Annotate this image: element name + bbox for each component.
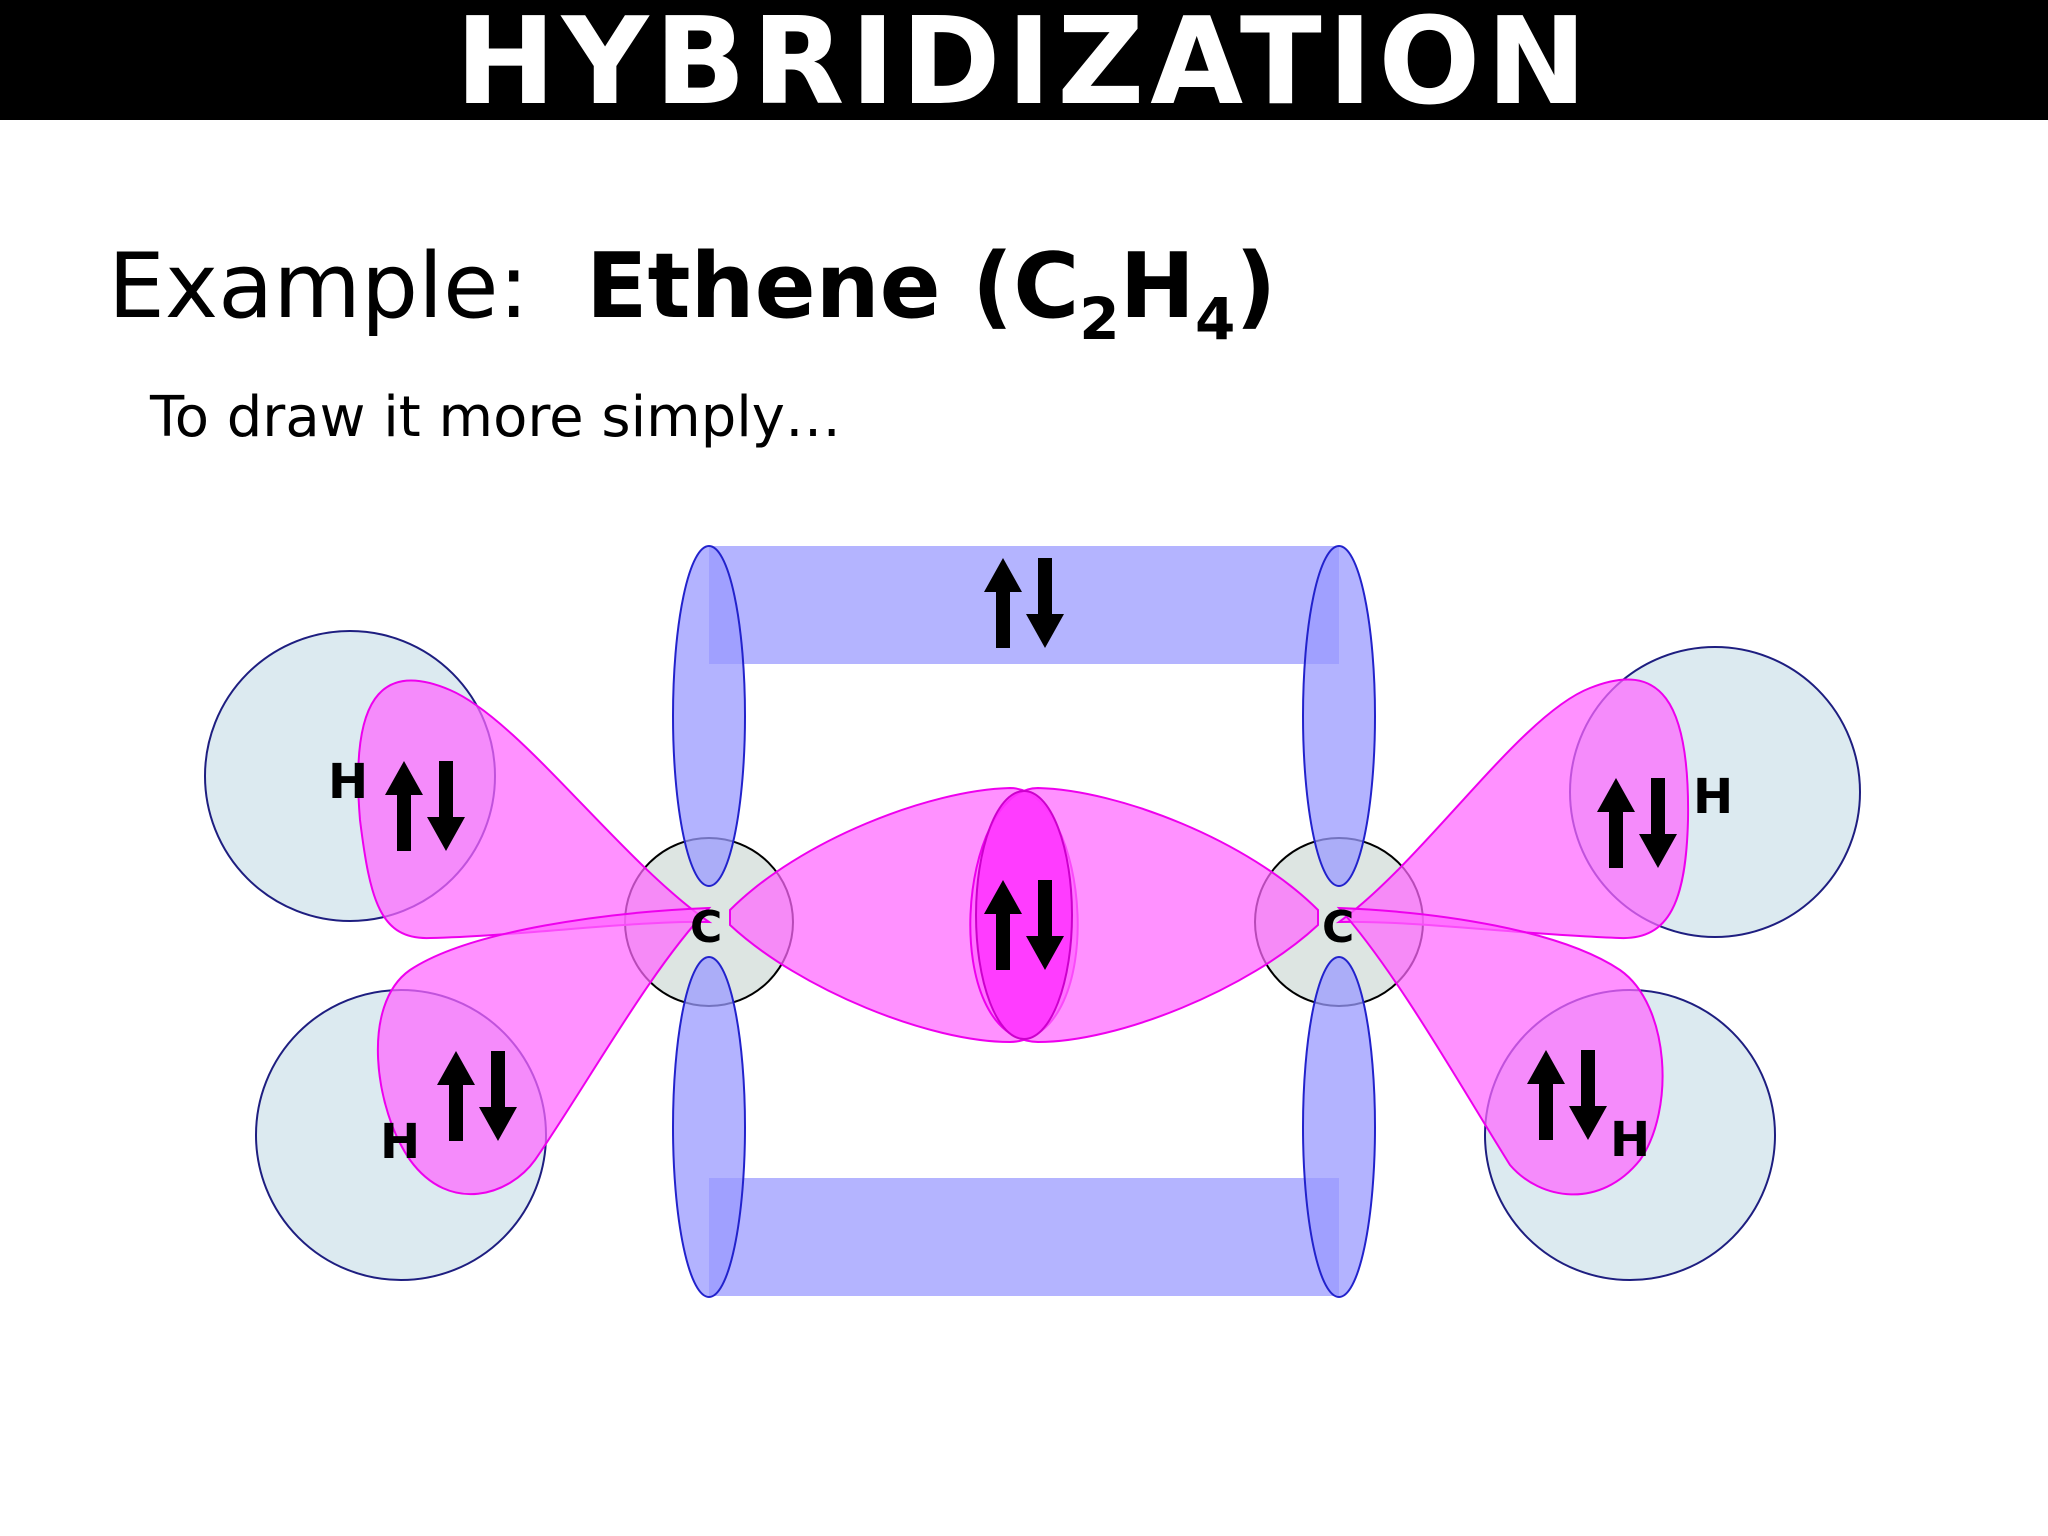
sp2-lobe-upper-right [1335, 678, 1690, 940]
hydrogen-label-bottom-right: H [1610, 1112, 1650, 1168]
hydrogen-label-top-right: H [1693, 769, 1733, 825]
p-orbital-lower-left [672, 956, 746, 1298]
hydrogen-label-top-left: H [328, 754, 368, 810]
pi-bond-bottom [709, 1178, 1339, 1296]
p-orbital-upper-right [1302, 545, 1376, 887]
subscript-carbon: 2 [1079, 285, 1120, 353]
pi-bond-top [709, 546, 1339, 664]
p-orbital-upper-left [672, 545, 746, 887]
compound-text: Ethene (C [586, 234, 1080, 339]
p-orbital-lower-right [1302, 956, 1376, 1298]
example-prefix: Example: [108, 234, 529, 339]
carbon-label-left: C [690, 902, 722, 953]
sigma-overlap-region [975, 790, 1073, 1040]
compound-name: Ethene (C2H4) [586, 234, 1277, 348]
example-heading: Example: Ethene (C2H4) [108, 232, 1277, 348]
compound-close: ) [1235, 234, 1277, 339]
title-banner: HYBRIDIZATION [0, 0, 2048, 132]
page-title: HYBRIDIZATION [455, 0, 1593, 132]
hydrogen-label-bottom-left: H [380, 1114, 420, 1170]
subscript-hydrogen: 4 [1194, 285, 1236, 353]
compound-hydrogen: H [1119, 234, 1195, 339]
subtitle: To draw it more simply… [150, 385, 841, 450]
carbon-label-right: C [1322, 902, 1354, 953]
